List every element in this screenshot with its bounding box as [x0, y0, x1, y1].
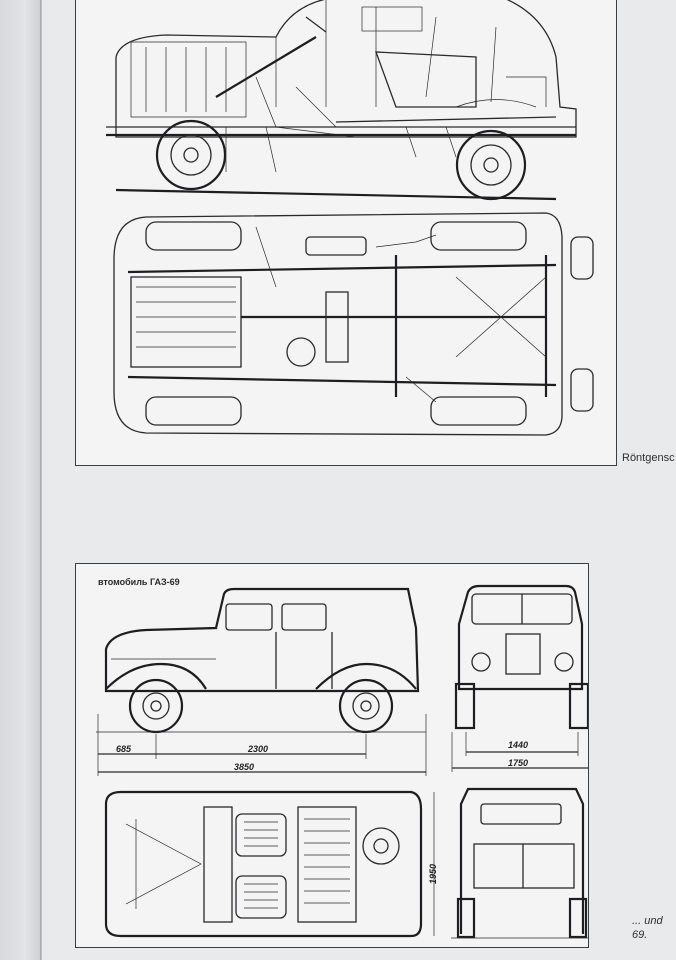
dim-wheelbase: 2300 [247, 744, 268, 754]
rear-elevation-view [451, 787, 588, 939]
blueprint-caption-line2: 69. [632, 929, 648, 941]
xray-caption: Röntgensc [622, 452, 675, 464]
top-plan-view: 1950 [104, 790, 438, 938]
xray-illustration [106, 0, 594, 436]
gaz69-blueprint-frame: втомобиль ГАЗ-69 [75, 563, 589, 948]
side-cutaway-view [106, 0, 577, 201]
blueprint-caption-line1: ... und [632, 915, 663, 927]
blueprint-model-label: втомобиль ГАЗ-69 [98, 577, 180, 587]
dim-track: 1440 [508, 740, 528, 750]
dim-height: 1950 [428, 864, 438, 884]
side-elevation-view [96, 587, 426, 734]
dim-overall-length: 3850 [234, 762, 254, 772]
chassis-plan-view [113, 212, 594, 436]
book-gutter [0, 0, 42, 960]
dim-front-overhang: 685 [116, 744, 132, 754]
xray-drawing-frame [75, 0, 617, 466]
side-dimensions: 685 2300 3850 [97, 714, 427, 776]
blueprint-illustration: 685 2300 3850 1440 1750 [96, 584, 588, 939]
front-elevation-view: 1440 1750 [451, 584, 588, 772]
gutter-edge [40, 0, 41, 960]
dim-overall-width: 1750 [508, 758, 528, 768]
